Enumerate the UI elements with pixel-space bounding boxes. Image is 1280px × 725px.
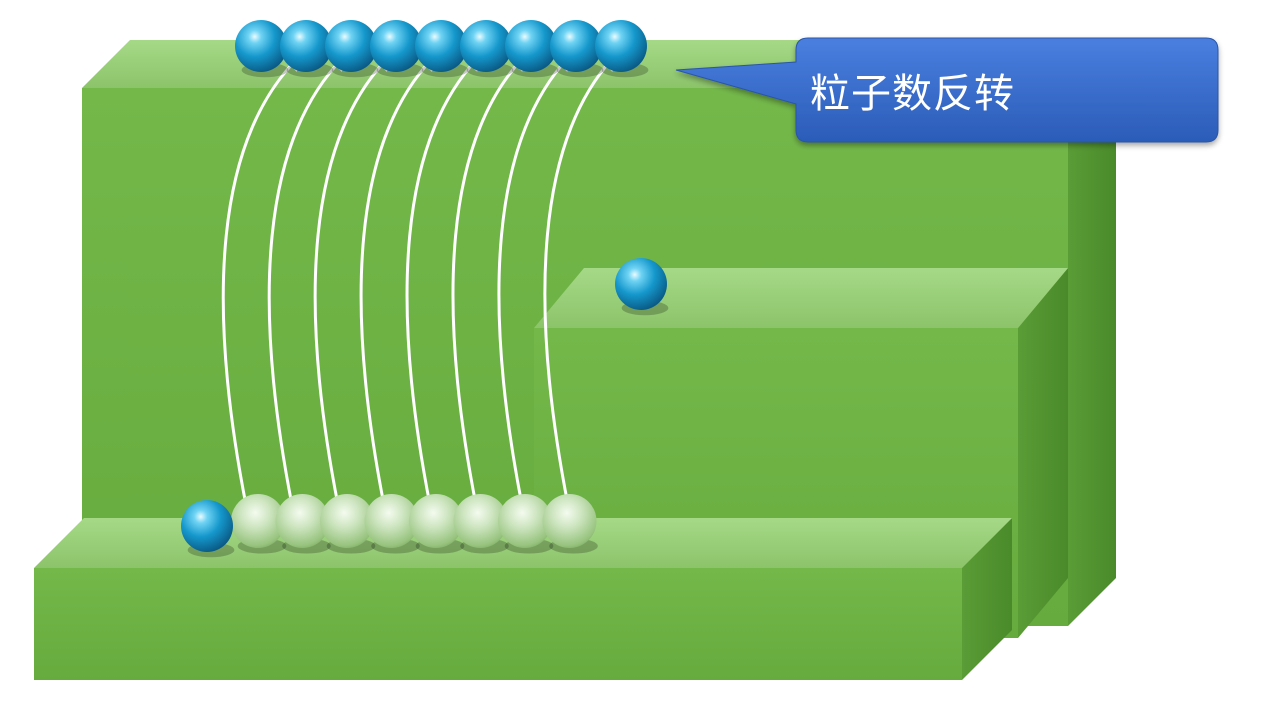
ground-emptied-particle-body [542, 494, 597, 548]
upper-particle-body [505, 20, 557, 72]
callout-label: 粒子数反转 [810, 71, 1015, 117]
ground-emptied-particle [364, 494, 420, 554]
ground-emptied-particle [453, 494, 509, 554]
ground-emptied-particle-body [498, 494, 552, 548]
ground-emptied-particle-body [320, 494, 374, 548]
middle-particle [615, 258, 669, 316]
ground-particle-body [181, 500, 233, 552]
upper-block-side [1068, 40, 1116, 626]
upper-particle [370, 20, 424, 78]
upper-particle [415, 20, 469, 78]
transition-arrow [497, 52, 573, 506]
transition-arrow [313, 52, 394, 506]
ground-emptied-particle-body [275, 494, 330, 548]
ground-emptied-particle-body [409, 494, 463, 548]
ground-block-front [34, 568, 962, 680]
transition-arrows [221, 52, 618, 506]
upper-particle-body [415, 20, 467, 72]
transition-arrow [267, 52, 349, 506]
upper-particle [235, 20, 289, 78]
ground-emptied-particle-body [453, 494, 508, 548]
ground-emptied-particle [320, 494, 376, 554]
ground-emptied-particle [275, 494, 331, 554]
ground-emptied-particle [542, 494, 598, 554]
ground-emptied-particle [498, 494, 554, 554]
transition-arrow [543, 52, 618, 506]
transition-arrow [451, 52, 528, 506]
particles [181, 20, 669, 558]
upper-particle [505, 20, 559, 78]
callout-bubble [675, 37, 1219, 143]
ground-particle [181, 500, 235, 558]
ground-emptied-particle-body [231, 494, 285, 548]
transition-arrow [405, 52, 483, 506]
middle-particle-body [615, 258, 667, 310]
upper-particle-body [280, 20, 332, 72]
upper-particle [595, 20, 649, 78]
ground-block-side [962, 518, 1012, 680]
upper-particle [550, 20, 604, 78]
upper-particle-body [325, 20, 377, 72]
middle-block-side [1018, 268, 1068, 638]
upper-particle-body [370, 20, 422, 72]
upper-particle-body [235, 20, 287, 72]
upper-particle-body [595, 20, 647, 72]
upper-particle [325, 20, 379, 78]
upper-particle [280, 20, 334, 78]
ground-emptied-particle [409, 494, 465, 554]
upper-particle-body [550, 20, 602, 72]
ground-emptied-particle [231, 494, 287, 554]
callout [675, 37, 1219, 143]
transition-arrow [359, 52, 438, 506]
middle-block-top [534, 268, 1068, 328]
ground-emptied-particle-body [364, 494, 419, 548]
upper-particle [460, 20, 514, 78]
transition-arrow [221, 52, 304, 506]
upper-particle-body [460, 20, 512, 72]
